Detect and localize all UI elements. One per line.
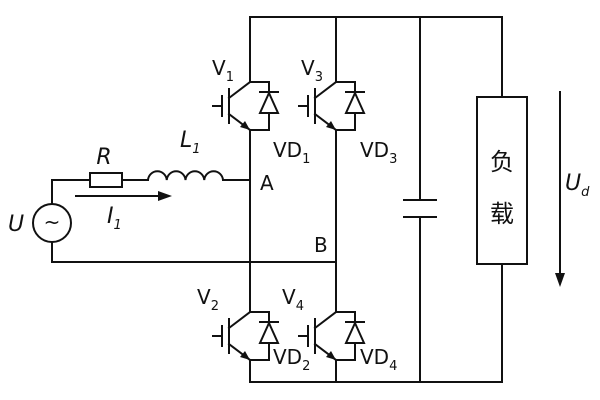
load-label-line2: 载 [490,200,514,228]
load-label-line1: 负 [490,148,514,176]
switch-cell-v2 [212,311,279,361]
bus-wires [51,16,503,383]
load-box [476,96,528,265]
switch-label-v1: V1 [212,56,234,85]
node-b-label: B [314,233,328,257]
switch-label-v3: V3 [301,56,323,85]
source-voltage-label: U [8,212,24,237]
ac-source-symbol: ~ [32,203,72,243]
inductor-label: L1 [180,128,201,157]
diode-label-vd4: VD4 [360,345,397,374]
output-voltage-arrow [555,91,565,287]
resistor-symbol [89,172,123,188]
diode-label-vd1: VD1 [273,138,310,167]
switch-label-v2: V2 [197,285,219,314]
diode-label-vd3: VD3 [360,138,397,167]
resistor-label: R [96,145,111,170]
output-voltage-label: Ud [565,171,590,200]
node-a-label: A [260,171,274,195]
diode-label-vd2: VD2 [273,345,310,374]
switch-cell-v3 [298,81,365,131]
capacitor-symbol [403,199,437,218]
current-label: I1 [107,204,122,233]
source-symbol-label: ~ [44,210,61,234]
current-arrow [75,191,172,201]
switch-label-v4: V4 [282,285,304,314]
switch-cell-v4 [298,311,365,361]
inductor-symbol [147,170,224,181]
switch-cell-v1 [212,81,279,131]
